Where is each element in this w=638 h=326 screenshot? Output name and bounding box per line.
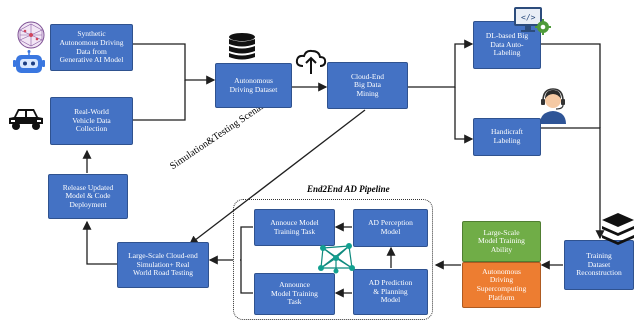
layers-stack-icon	[602, 213, 634, 245]
supercomputing-platform-box: Autonomous Driving Supercomputing Platfo…	[462, 262, 541, 308]
realworld-collection-box: Real-World Vehicle Data Collection	[50, 97, 133, 145]
ad-dataset-label: Autonomous Driving Dataset	[229, 75, 278, 94]
cloud-mining-box: Cloud-End Big Data Mining	[327, 62, 408, 109]
announce-training-task-top-box: Annouce Model Training Task	[254, 209, 335, 246]
dl-labeling-label: DL-based Big Data Auto- Labeling	[485, 31, 529, 58]
ad-prediction-planning-label: AD Prediction & Planning Model	[368, 278, 413, 305]
database-icon	[229, 33, 255, 60]
car-icon	[9, 109, 43, 130]
announce-training-task-bottom-label: Announce Model Training Task	[271, 280, 318, 307]
cloud-mining-label: Cloud-End Big Data Mining	[351, 71, 384, 98]
ad-perception-box: AD Perception Model	[353, 209, 428, 247]
model-training-ability-label: Large-Scale Model Training Ability	[478, 227, 525, 254]
code-monitor-gear-icon: </>	[514, 7, 551, 35]
largescale-simulation-label: Large-Scale Cloud-end Simulation+ Real W…	[128, 251, 198, 278]
largescale-simulation-box: Large-Scale Cloud-end Simulation+ Real W…	[117, 242, 209, 288]
training-reconstruction-label: Training Dataset Reconstruction	[576, 251, 622, 278]
announce-training-task-top-label: Annouce Model Training Task	[270, 217, 319, 236]
network-graph-icon	[318, 243, 355, 274]
realworld-collection-label: Real-World Vehicle Data Collection	[72, 107, 111, 134]
neural-globe-icon	[17, 21, 45, 49]
synthetic-data-label: Synthetic Autonomous Driving Data from G…	[59, 29, 124, 65]
handicraft-labeling-box: Handicraft Labeling	[473, 118, 541, 156]
supercomputing-platform-label: Autonomous Driving Supercomputing Platfo…	[476, 266, 527, 302]
handicraft-labeling-label: Handicraft Labeling	[490, 127, 524, 145]
pipeline-frame	[233, 199, 433, 320]
robot-icon	[13, 50, 45, 73]
svg-text:</>: </>	[521, 13, 536, 22]
pipeline-title: End2End AD Pipeline	[307, 184, 390, 194]
model-training-ability-box: Large-Scale Model Training Ability	[462, 221, 541, 262]
release-deployment-box: Release Updated Model & Code Deployment	[48, 174, 128, 219]
headset-operator-icon	[540, 88, 566, 124]
ad-perception-label: AD Perception Model	[368, 218, 413, 236]
announce-training-task-bottom-box: Announce Model Training Task	[254, 273, 335, 315]
training-reconstruction-box: Training Dataset Reconstruction	[564, 240, 634, 290]
cloud-upload-icon	[295, 49, 327, 74]
synthetic-data-box: Synthetic Autonomous Driving Data from G…	[50, 24, 133, 71]
ad-dataset-box: Autonomous Driving Dataset	[215, 63, 292, 108]
ad-prediction-planning-box: AD Prediction & Planning Model	[353, 269, 428, 315]
release-deployment-label: Release Updated Model & Code Deployment	[62, 182, 114, 209]
